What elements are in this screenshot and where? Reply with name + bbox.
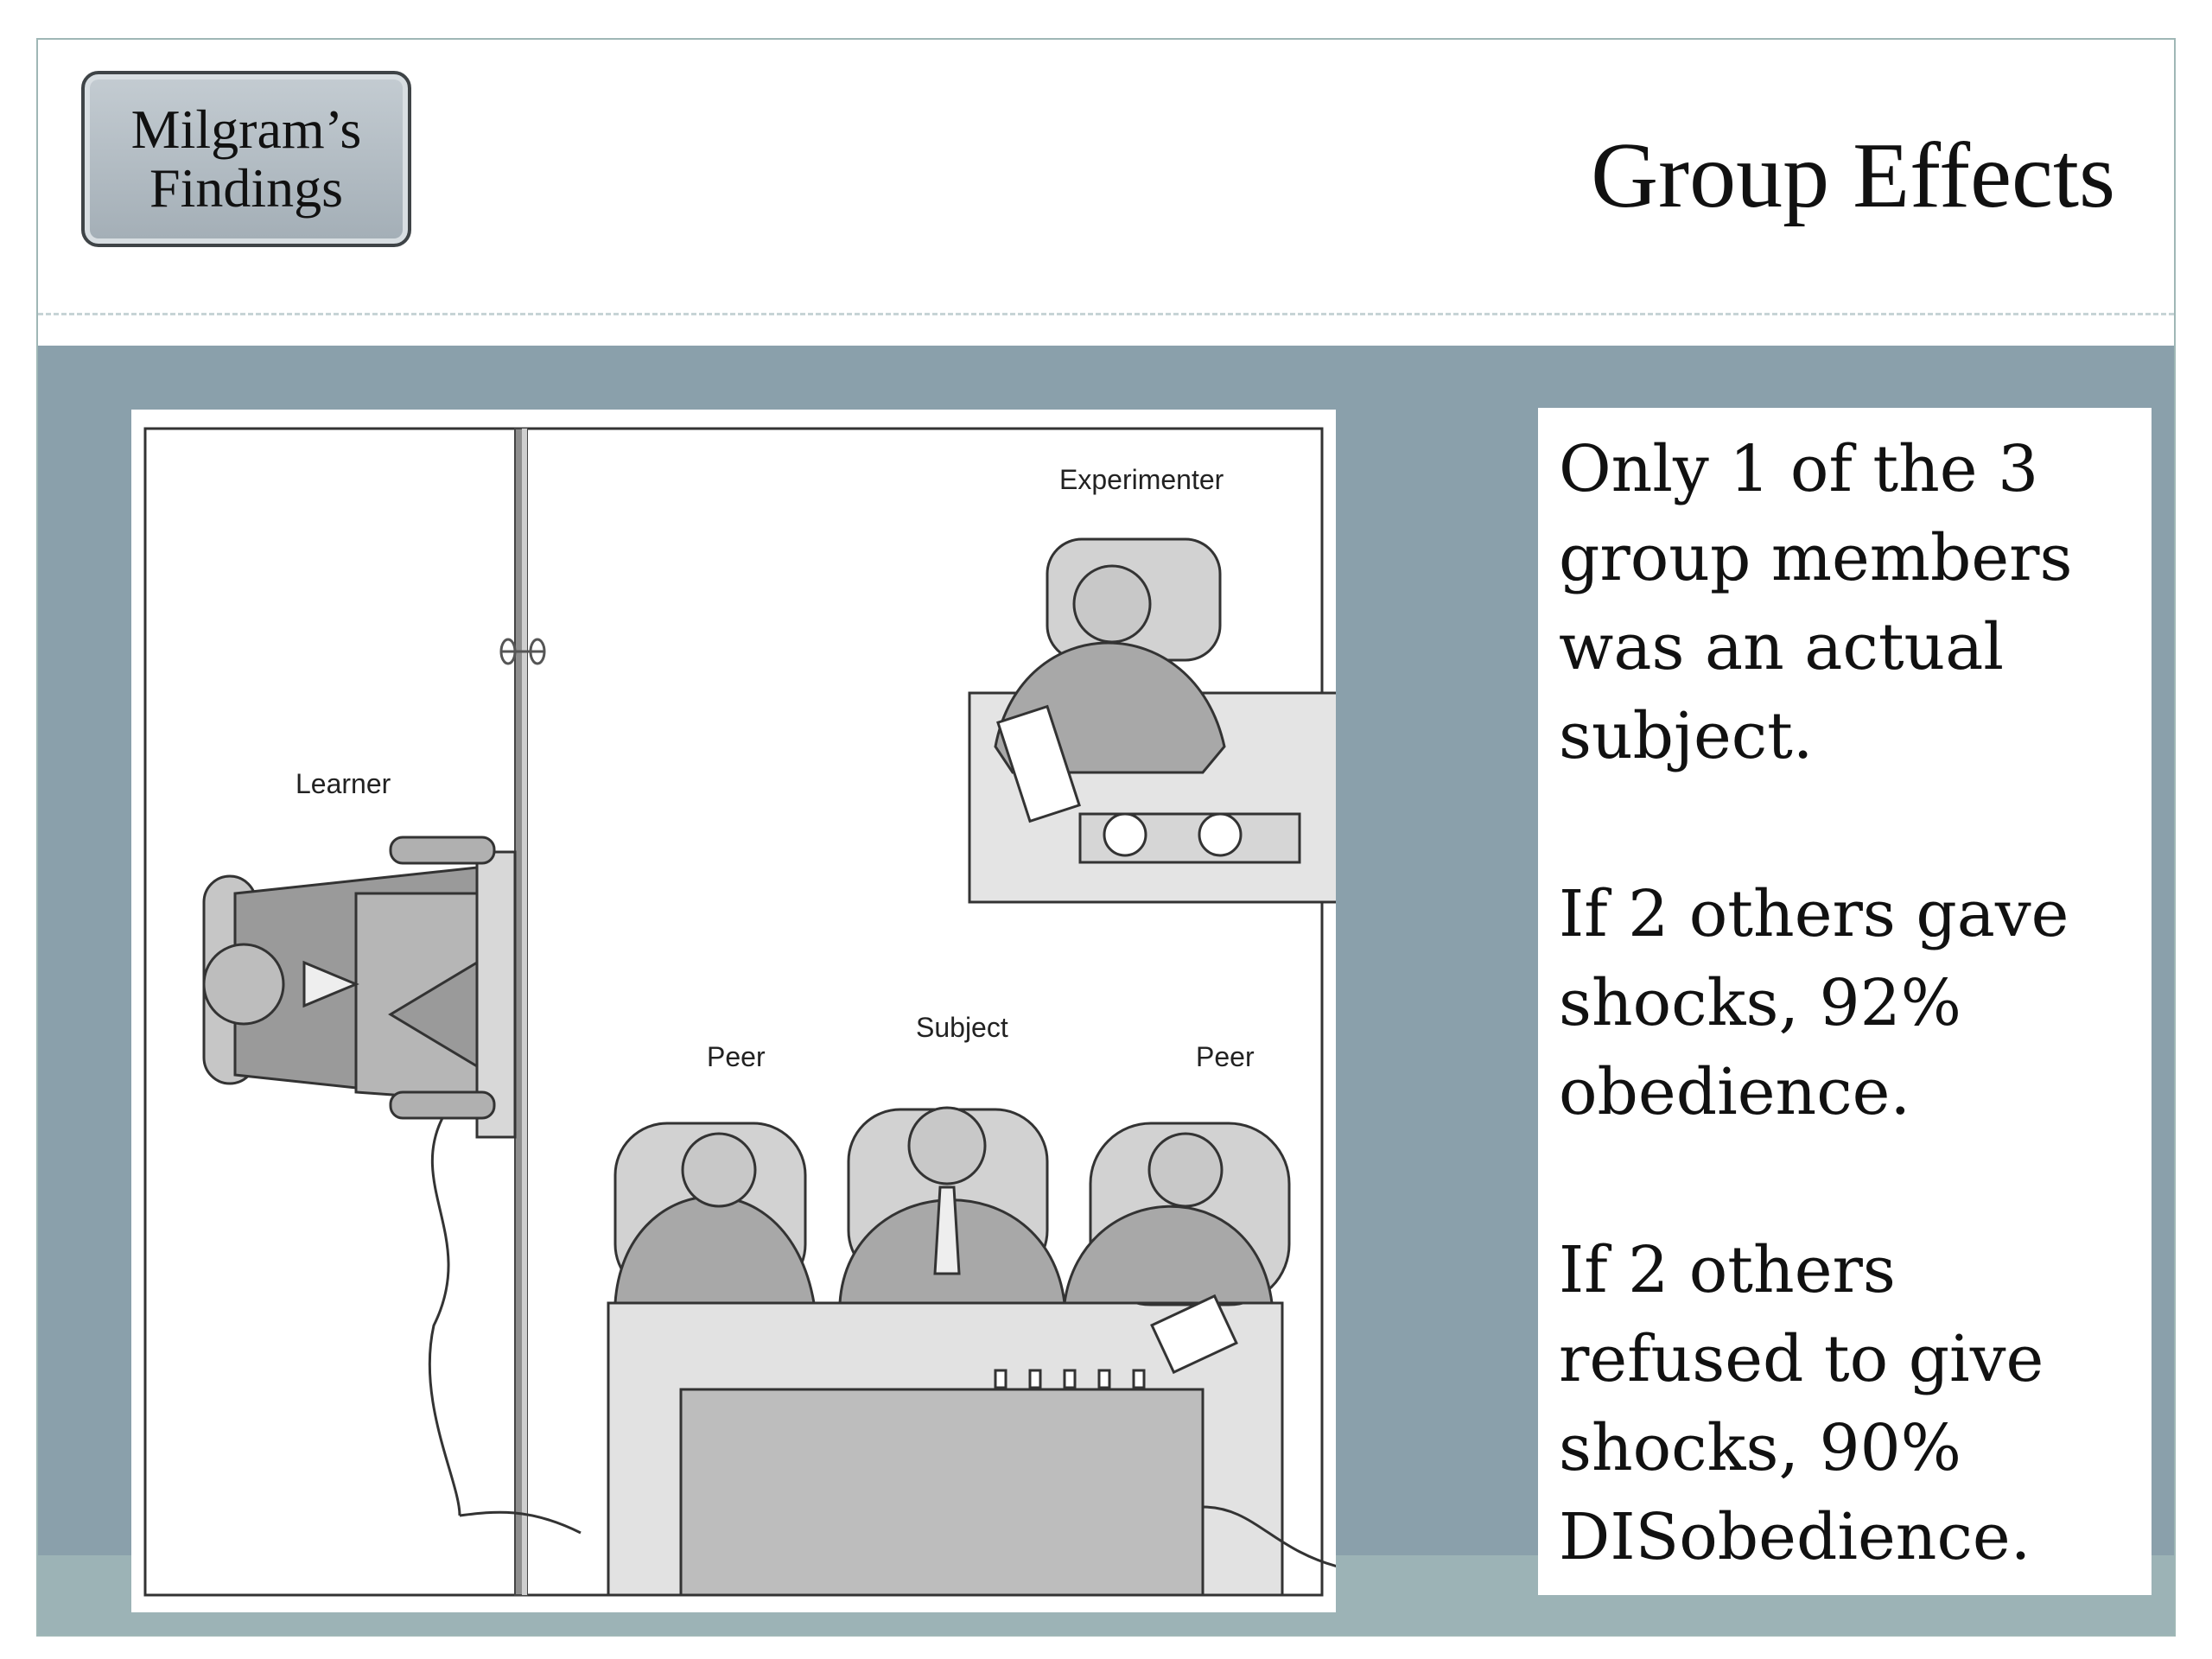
label-subject: Subject bbox=[916, 1012, 1008, 1043]
subject-figure bbox=[838, 1106, 1066, 1305]
header-divider bbox=[38, 313, 2174, 315]
door-handle bbox=[499, 638, 546, 665]
experiment-illustration: Experimenter Learner Subject Peer Peer bbox=[131, 410, 1336, 1612]
slide-header: Milgram’s Findings Group Effects bbox=[38, 40, 2174, 346]
slide-title: Group Effects bbox=[1591, 124, 2115, 227]
findings-text-panel: Only 1 of the 3 group members was an act… bbox=[1538, 408, 2152, 1595]
label-experimenter: Experimenter bbox=[1059, 464, 1224, 495]
peer-right-figure bbox=[1063, 1122, 1291, 1375]
partition-highlight bbox=[522, 429, 527, 1595]
slide: Milgram’s Findings Group Effects bbox=[36, 38, 2176, 1637]
section-badge: Milgram’s Findings bbox=[81, 71, 411, 247]
label-learner: Learner bbox=[296, 768, 391, 799]
learner-figure bbox=[202, 836, 582, 1535]
finding-paragraph: If 2 others refused to give shocks, 90% … bbox=[1559, 1233, 2044, 1574]
finding-paragraph: Only 1 of the 3 group members was an act… bbox=[1559, 432, 2073, 773]
label-peer-right: Peer bbox=[1196, 1041, 1255, 1072]
label-peer-left: Peer bbox=[707, 1041, 766, 1072]
finding-paragraph: If 2 others gave shocks, 92% obedience. bbox=[1559, 877, 2069, 1129]
illustration-drawing: Experimenter Learner Subject Peer Peer bbox=[143, 427, 1336, 1597]
experimenter-figure bbox=[968, 537, 1336, 904]
peer-left-figure bbox=[613, 1122, 816, 1305]
